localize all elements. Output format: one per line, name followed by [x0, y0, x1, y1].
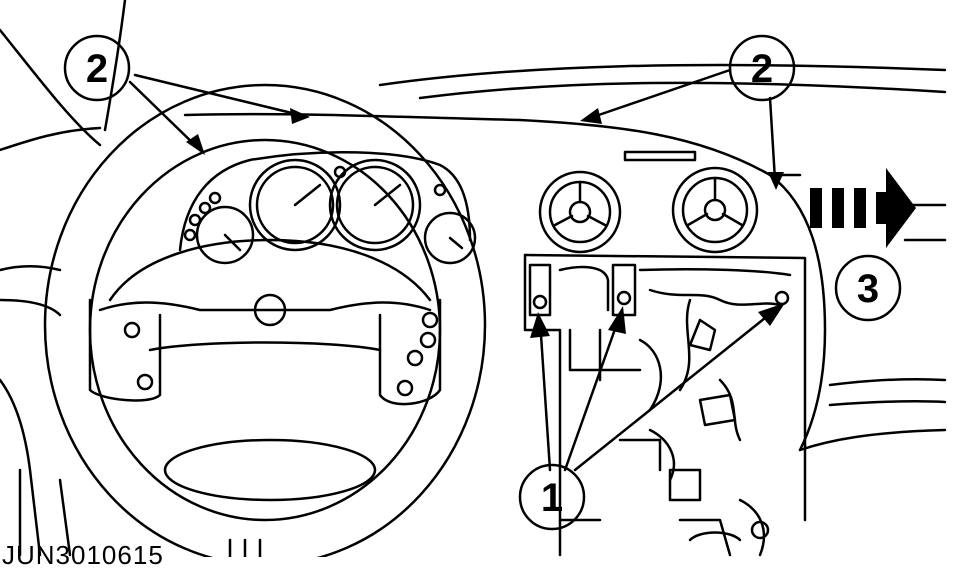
centre-console-aperture	[523, 253, 807, 557]
callout-2-right-label: 2	[751, 47, 773, 91]
instrument-cluster	[178, 150, 477, 265]
callout-2-right-circle	[728, 34, 796, 102]
callout-1-label: 1	[541, 476, 563, 520]
arrowheads	[186, 108, 785, 338]
callout-3-circle	[834, 254, 902, 322]
callout-3-label: 3	[857, 267, 879, 311]
callout-2-leaders	[128, 68, 777, 182]
lower-left-trim	[0, 378, 262, 559]
figure-id: JUN3010615	[2, 540, 164, 570]
dashboard-outline	[0, 112, 947, 452]
callout-2-left-circle	[63, 34, 131, 102]
air-vents	[538, 166, 759, 254]
direction-arrow	[810, 168, 916, 248]
steering-wheel	[43, 83, 487, 567]
windscreen-edge	[0, 0, 947, 152]
callout-1-circle	[518, 463, 586, 531]
callout-1-leaders	[538, 308, 777, 472]
callout-2-left-label: 2	[86, 47, 108, 91]
